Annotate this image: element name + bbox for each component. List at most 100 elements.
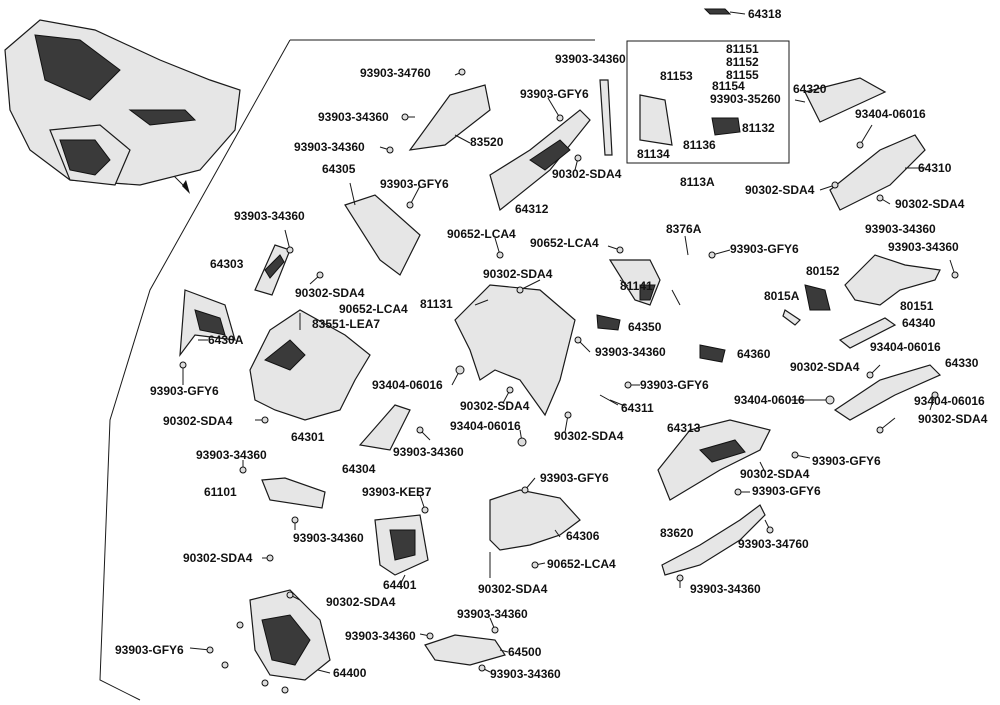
- part-81134: [639, 94, 673, 146]
- part-label: 83520: [470, 135, 504, 149]
- part-label: 93404-06016: [372, 378, 443, 392]
- part-label: 80151: [900, 299, 934, 313]
- part-label: 93903-34760: [738, 537, 809, 551]
- fasteners: [179, 68, 959, 694]
- part-label: 6430A: [208, 333, 244, 347]
- part-64318: [703, 8, 732, 15]
- part-label: 64360: [737, 347, 771, 361]
- part-label: 64340: [902, 316, 936, 330]
- part-label: 81134: [637, 147, 670, 161]
- part-93903-34360-rod: [599, 79, 613, 156]
- part-label: 64318: [748, 7, 782, 21]
- part-label: 81154: [712, 79, 745, 93]
- part-label: 64313: [667, 421, 701, 435]
- part-label: 64310: [918, 161, 952, 175]
- part-label: 83551-LEA7: [312, 317, 380, 331]
- part-label: 90652-LCA4: [530, 236, 599, 250]
- part-label: 93903-34360: [690, 582, 761, 596]
- part-64320: [804, 77, 887, 123]
- part-label: 61101: [204, 485, 237, 499]
- part-label: 64320: [793, 82, 827, 96]
- part-label: 90302-SDA4: [483, 267, 553, 281]
- part-label: 93903-GFY6: [730, 242, 799, 256]
- part-label: 90652-LCA4: [339, 302, 408, 316]
- part-label: 64311: [621, 401, 654, 415]
- leader-lines: [182, 11, 956, 674]
- part-label: 90652-LCA4: [447, 227, 516, 241]
- part-label: 8376A: [666, 222, 702, 236]
- part-64350: [596, 314, 621, 331]
- part-label: 64301: [291, 430, 325, 444]
- part-label: 93903-34360: [490, 667, 561, 681]
- part-label: 90302-SDA4: [163, 414, 233, 428]
- part-label: 93404-06016: [914, 394, 985, 408]
- part-label: 93903-34360: [393, 445, 464, 459]
- part-label: 93903-34360: [888, 240, 959, 254]
- part-label: 93903-34360: [555, 52, 626, 66]
- part-label: 90302-SDA4: [295, 286, 365, 300]
- part-label: 93903-KEB7: [362, 485, 432, 499]
- part-label: 81152: [726, 55, 759, 69]
- part-label: 90302-SDA4: [460, 399, 530, 413]
- part-label: 8113A: [680, 175, 715, 189]
- part-label: 8015A: [764, 289, 800, 303]
- part-label: 93903-34360: [196, 448, 267, 462]
- part-81132: [711, 117, 741, 136]
- part-label: 81132: [742, 121, 775, 135]
- part-64301: [249, 309, 371, 421]
- frame-lines: [99, 39, 790, 701]
- part-64360: [699, 344, 726, 363]
- part-64305: [344, 194, 421, 276]
- part-label: 93903-GFY6: [380, 177, 449, 191]
- part-label: 81151: [726, 42, 759, 56]
- part-label: 64330: [945, 356, 979, 370]
- part-label: 93903-GFY6: [115, 643, 184, 657]
- subassembly-box-8113A: [626, 40, 790, 164]
- part-64500: [424, 634, 506, 666]
- part-83520: [408, 84, 491, 151]
- part-label: 81131: [420, 297, 453, 311]
- part-label: 90302-SDA4: [478, 582, 548, 596]
- scooter-overview-drawing: [4, 19, 241, 186]
- part-label: 90302-SDA4: [554, 429, 624, 443]
- part-8015A: [782, 309, 801, 326]
- part-label: 81155: [726, 68, 759, 82]
- part-label: 90652-LCA4: [547, 557, 616, 571]
- part-label: 81141: [620, 279, 653, 293]
- part-label: 93903-34360: [865, 222, 936, 236]
- part-label: 64500: [508, 645, 542, 659]
- part-label: 64306: [566, 529, 600, 543]
- part-label: 83620: [660, 526, 694, 540]
- part-label: 93903-GFY6: [812, 454, 881, 468]
- part-label: 93903-GFY6: [150, 384, 219, 398]
- part-80151: [844, 254, 941, 306]
- part-64330: [833, 364, 942, 421]
- part-label: 93903-34360: [457, 607, 528, 621]
- part-64340: [838, 317, 897, 349]
- part-label: 93903-GFY6: [540, 471, 609, 485]
- part-label: 81153: [660, 69, 693, 83]
- part-label: 90302-SDA4: [745, 183, 815, 197]
- part-label: 93903-34360: [318, 110, 389, 124]
- part-label: 93404-06016: [870, 340, 941, 354]
- part-label: 90302-SDA4: [552, 167, 622, 181]
- part-label: 90302-SDA4: [790, 360, 860, 374]
- part-label: 93903-GFY6: [752, 484, 821, 498]
- part-83620: [661, 504, 766, 576]
- part-label: 90302-SDA4: [740, 467, 810, 481]
- part-shapes: [179, 8, 942, 681]
- part-label: 64303: [210, 257, 244, 271]
- part-label: 93404-06016: [450, 419, 521, 433]
- part-label: 93903-34360: [294, 140, 365, 154]
- part-61101: [261, 477, 326, 509]
- part-64310: [829, 134, 926, 211]
- part-label: 93903-34760: [360, 66, 431, 80]
- part-label: 93903-GFY6: [640, 378, 709, 392]
- part-81131: [454, 284, 576, 417]
- part-label: 64305: [322, 162, 356, 176]
- part-label: 64401: [383, 578, 417, 592]
- part-label: 93903-35260: [710, 92, 781, 106]
- part-80152: [804, 284, 831, 311]
- part-64306: [489, 489, 581, 551]
